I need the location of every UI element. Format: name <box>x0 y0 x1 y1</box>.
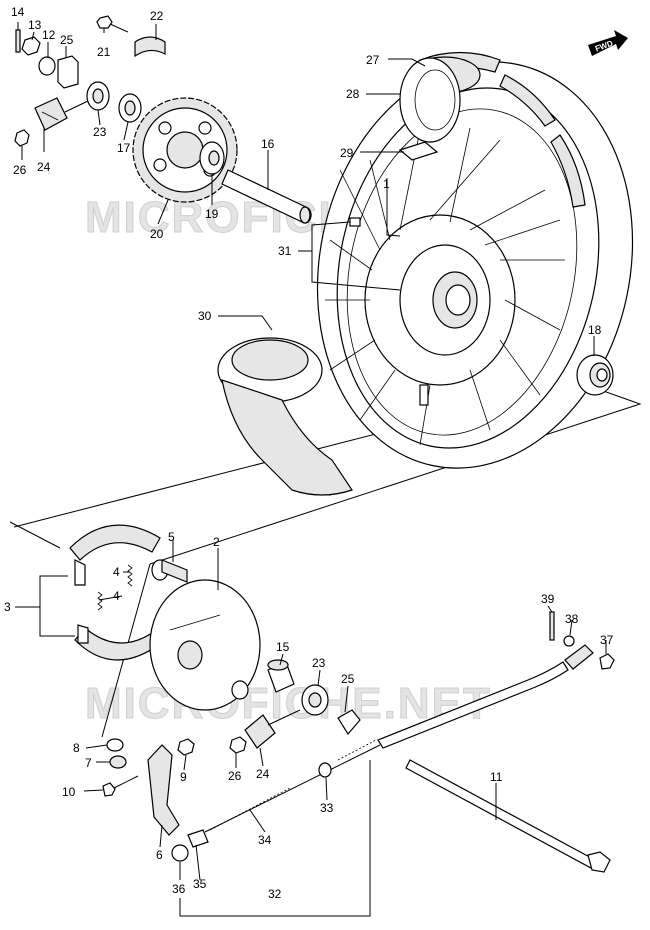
chain-adjuster-25-bottom <box>337 709 361 736</box>
brake-rod-32 <box>204 744 381 833</box>
callout-26-top: 26 <box>13 163 27 177</box>
bearing-19 <box>199 141 225 175</box>
callout-15: 15 <box>276 640 290 654</box>
spoke-nipple-31 <box>349 217 361 227</box>
callout-35: 35 <box>193 877 207 891</box>
oil-seal-17 <box>118 93 142 123</box>
wheel-hub <box>364 214 516 386</box>
callout-25-top: 25 <box>60 33 74 47</box>
callout-20: 20 <box>150 227 164 241</box>
callout-17: 17 <box>117 141 131 155</box>
callout-12: 12 <box>42 28 56 42</box>
callout-7: 7 <box>85 756 92 770</box>
callout-22: 22 <box>150 9 164 23</box>
callout-28: 28 <box>346 87 360 101</box>
spacer-23-top <box>64 81 110 113</box>
callout-24-bottom: 24 <box>256 767 270 781</box>
callout-25-bottom: 25 <box>341 672 355 686</box>
callout-26-bottom: 26 <box>228 769 242 783</box>
callout-23-bottom: 23 <box>312 656 326 670</box>
nut-13 <box>21 36 41 56</box>
torque-link <box>377 661 569 749</box>
nut-9 <box>177 738 195 756</box>
pin-36 <box>171 844 189 862</box>
spring-4 <box>97 564 133 611</box>
callout-4-upper: 4 <box>113 565 120 579</box>
rod-spring-front <box>337 739 377 761</box>
chain-adjuster-bolt-24-bottom <box>244 709 301 749</box>
nut-26-bottom <box>229 736 247 754</box>
callout-18: 18 <box>588 323 602 337</box>
callout-30: 30 <box>198 309 212 323</box>
nut-26-top <box>14 129 30 147</box>
callout-27: 27 <box>366 53 380 67</box>
bolt-10 <box>102 775 139 797</box>
callout-6: 6 <box>156 848 163 862</box>
callout-37: 37 <box>600 633 614 647</box>
callout-1: 1 <box>383 177 390 191</box>
washer-33 <box>318 762 332 778</box>
chain-adjuster-bolt-24-top <box>34 97 68 131</box>
callout-9: 9 <box>180 770 187 784</box>
spacer-23-bottom <box>301 684 329 716</box>
callout-4-lower: 4 <box>113 589 120 603</box>
axle-11 <box>405 759 611 873</box>
callout-23-top: 23 <box>93 125 107 139</box>
callout-13: 13 <box>28 18 42 32</box>
callout-21: 21 <box>97 45 111 59</box>
forward-arrow-icon: FWD <box>588 30 628 56</box>
brake-arm-6 <box>147 744 180 836</box>
callout-38: 38 <box>565 612 579 626</box>
callout-34: 34 <box>258 833 272 847</box>
callout-16: 16 <box>261 137 275 151</box>
divider-left <box>9 521 61 549</box>
callout-11: 11 <box>490 770 503 784</box>
callout-10: 10 <box>62 785 76 799</box>
valve-stem <box>419 384 429 406</box>
tube-valve-29 <box>398 141 439 161</box>
callout-31: 31 <box>278 244 292 258</box>
brake-shoe-3-upper <box>69 524 161 586</box>
spring-34 <box>209 787 291 831</box>
leader-lines <box>15 22 607 917</box>
washer-7 <box>109 755 127 769</box>
cotter-pin-39 <box>549 611 555 641</box>
joint-35 <box>187 829 209 848</box>
callout-24-top: 24 <box>37 160 51 174</box>
washer-12 <box>38 56 56 76</box>
callout-8: 8 <box>73 741 80 755</box>
fwd-label: FWD <box>594 39 614 54</box>
cam-5 <box>151 559 188 583</box>
callout-32: 32 <box>268 887 282 901</box>
sprocket-20 <box>132 97 238 203</box>
bracket-22 <box>134 36 166 58</box>
callout-14: 14 <box>11 5 25 19</box>
callout-labels: 14 13 12 25 21 22 23 17 24 26 19 20 16 2… <box>4 5 614 901</box>
washer-8 <box>106 738 124 752</box>
callout-29: 29 <box>340 146 354 160</box>
callout-36: 36 <box>172 882 186 896</box>
chain-adjuster-25 <box>57 55 79 89</box>
spacer-16 <box>221 169 312 224</box>
callout-2: 2 <box>213 535 220 549</box>
tire-30 <box>217 337 353 496</box>
callout-39: 39 <box>541 592 555 606</box>
callout-19: 19 <box>205 207 219 221</box>
callout-3: 3 <box>4 600 11 614</box>
stud-bolt-14 <box>15 29 21 53</box>
bolt-21 <box>96 15 129 33</box>
washer-38 <box>563 635 575 647</box>
callout-5: 5 <box>168 530 175 544</box>
bearing-18 <box>576 354 614 396</box>
brake-panel-2 <box>149 579 261 711</box>
bracket-37-end <box>564 644 615 670</box>
tube-28 <box>399 57 461 143</box>
callout-33: 33 <box>320 801 334 815</box>
